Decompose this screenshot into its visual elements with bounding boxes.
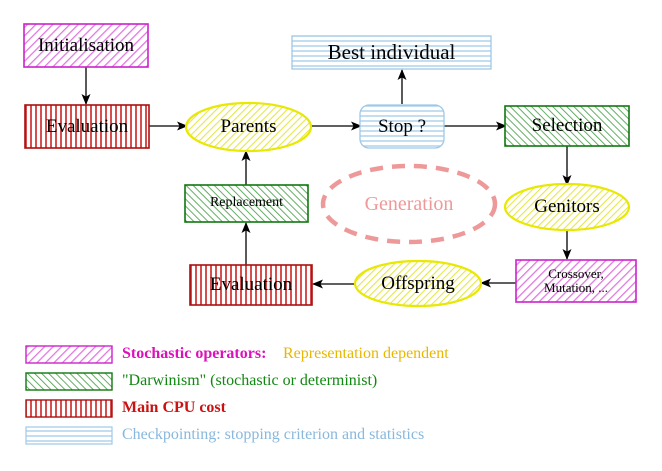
node-replacement[interactable] [184,184,309,223]
legend-text-representation-dependent: Representation dependent [283,345,449,362]
node-selection[interactable] [504,105,630,147]
node-parents[interactable] [184,101,313,153]
node-evaluation-bottom[interactable] [189,264,313,306]
node-offspring[interactable] [353,259,483,308]
legend-swatch-main-cpu-cost [25,399,113,418]
node-stop[interactable] [359,104,445,149]
legend-text-checkpointing: Checkpointing: stopping criterion and st… [122,426,425,443]
legend-text-main-cpu-cost: Main CPU cost [122,399,226,416]
node-genitors[interactable] [503,182,631,232]
node-generation-annotation [320,163,498,245]
node-best-individual[interactable] [291,35,492,70]
legend-swatch-checkpointing [25,426,113,445]
legend-swatch-stochastic-operators [25,345,113,364]
node-evaluation-top[interactable] [24,104,150,149]
edge-layer [81,67,572,289]
legend-text-darwinism: "Darwinism" (stochastic or determinist) [122,372,378,389]
node-initialisation[interactable] [23,23,149,68]
node-crossover-mutation[interactable] [515,259,637,303]
legend-text-stochastic-operators: Stochastic operators: [122,345,267,362]
legend-swatch-darwinism [25,372,113,391]
